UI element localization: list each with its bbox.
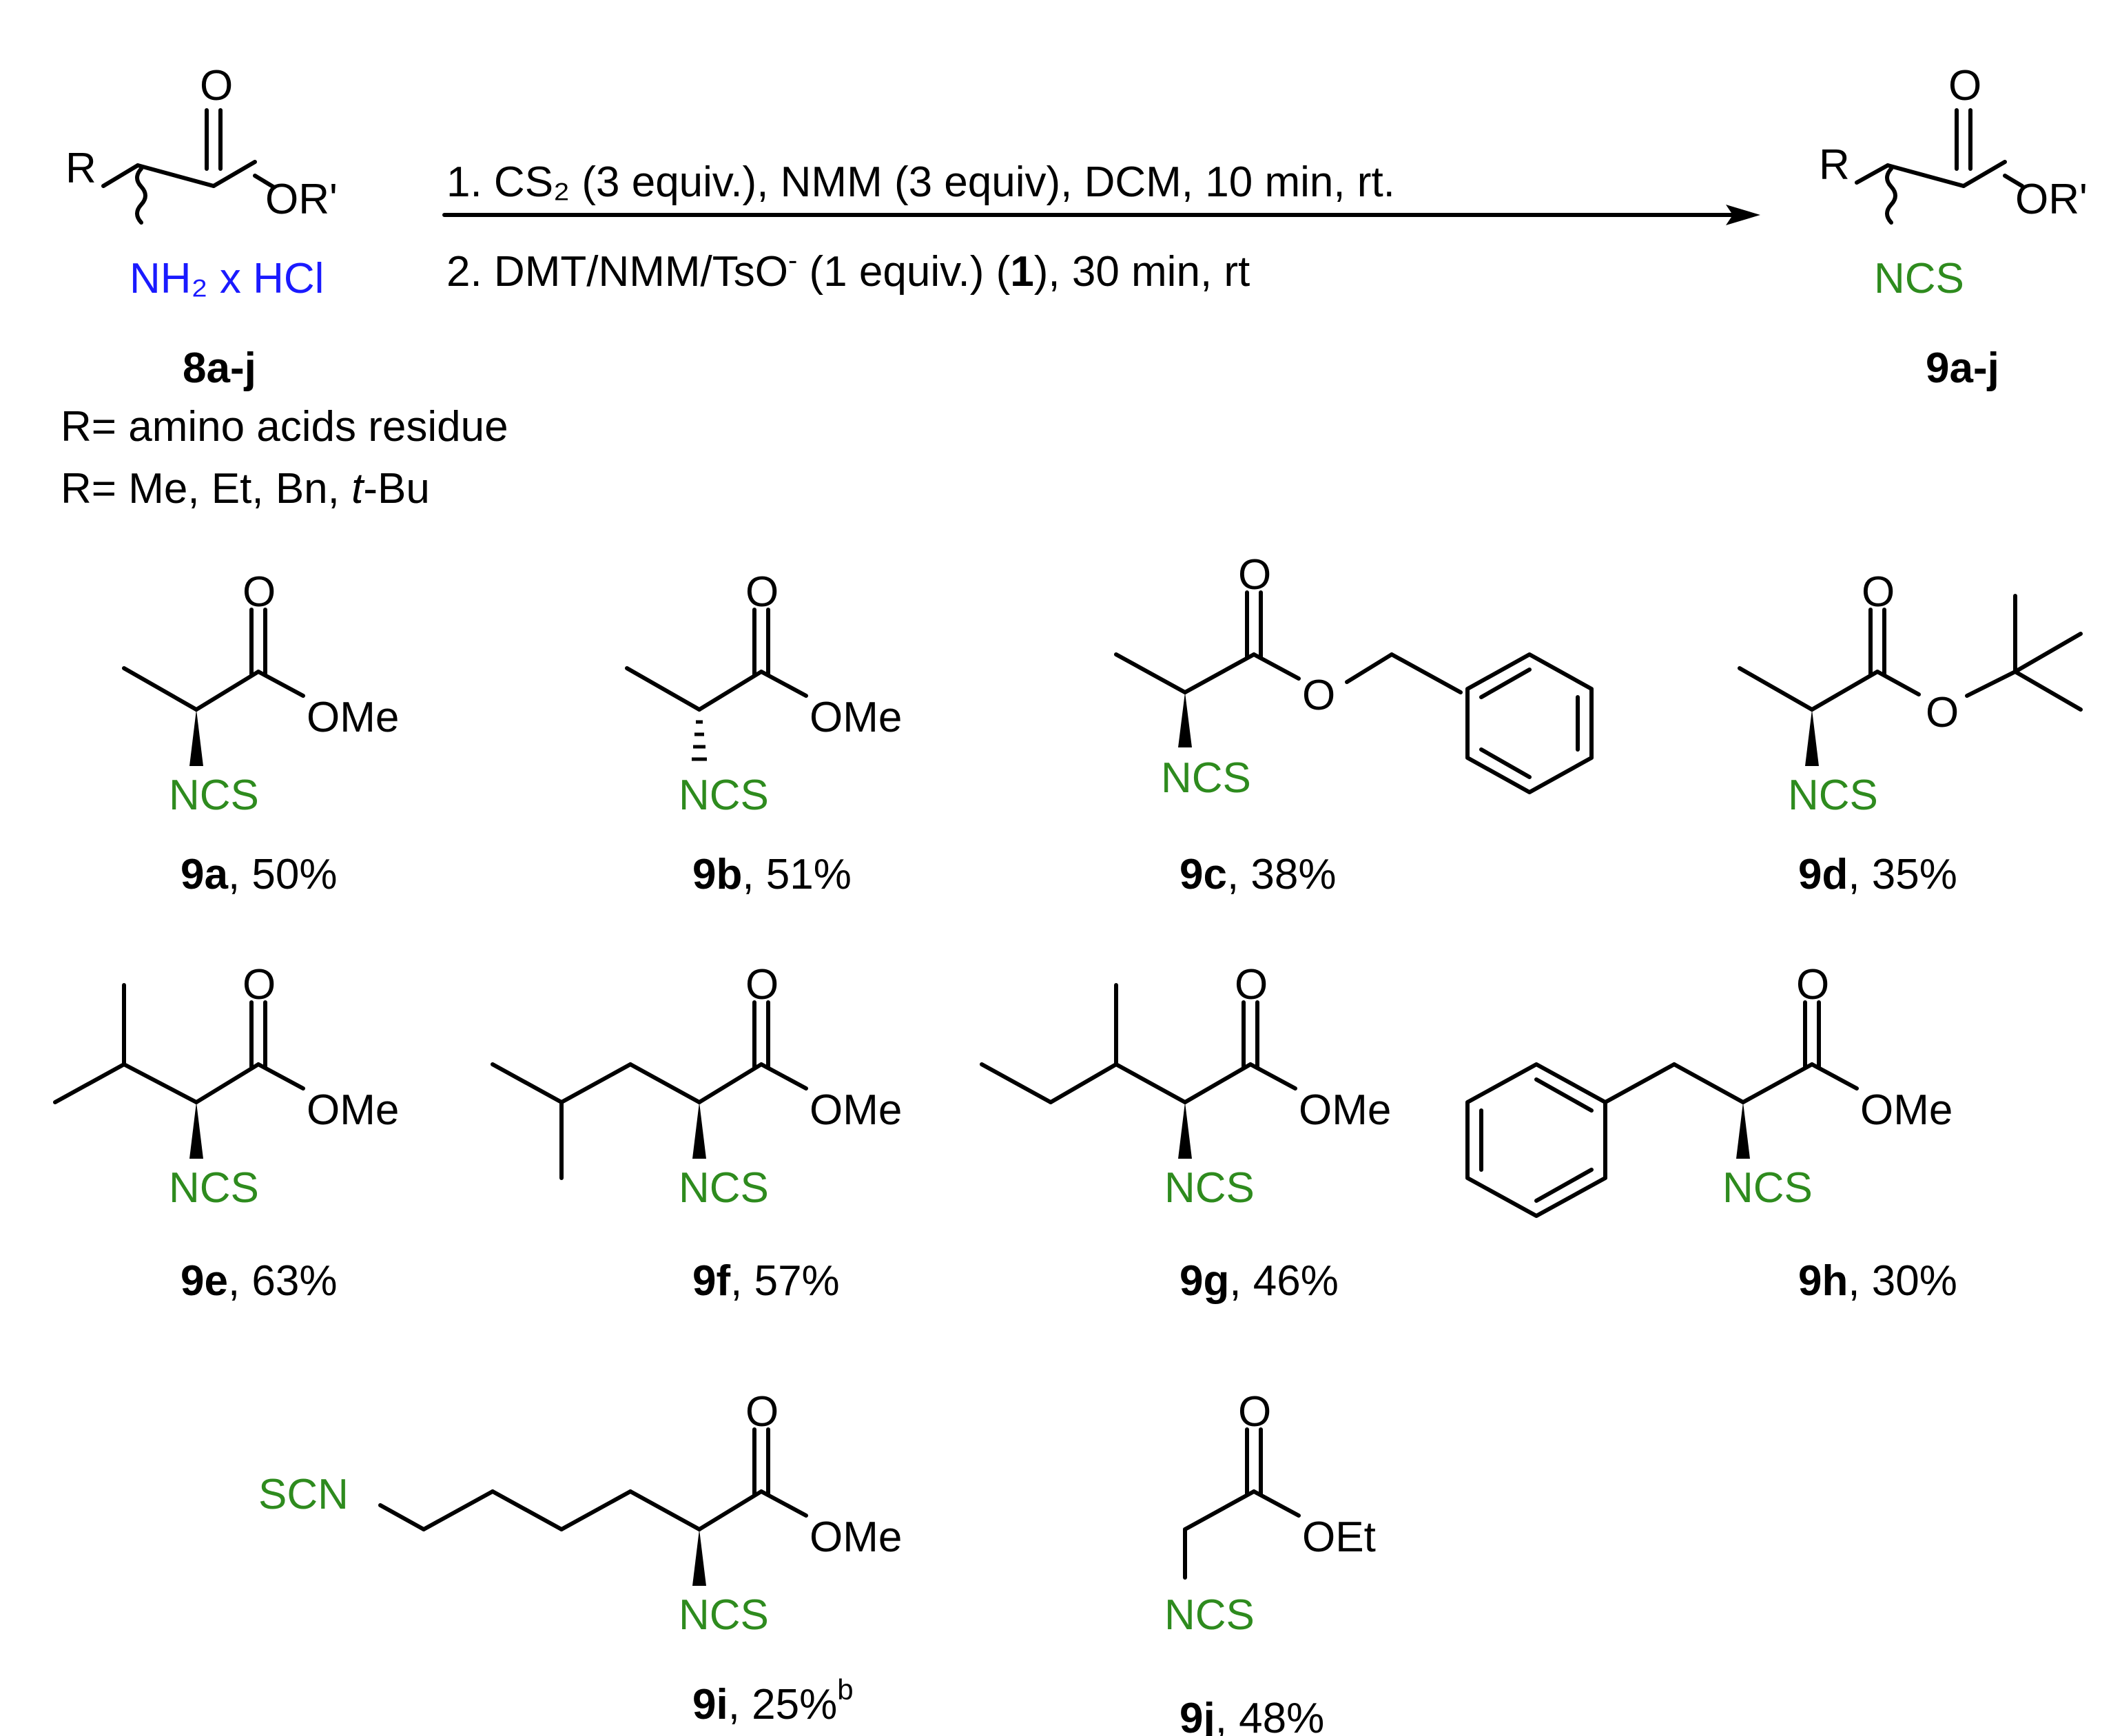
r-note-2: R= Me, Et, Bn, t-Bu: [61, 465, 430, 513]
9g-ome: OMe: [1299, 1086, 1391, 1134]
reactant-r-label: R: [65, 145, 96, 192]
9i-ome: OMe: [810, 1513, 902, 1561]
compound-9j-structure: O OEt NCS: [1164, 1388, 1376, 1639]
condition-step-2: 2. DMT/NMM/TsO- (1 equiv.) (1), 30 min, …: [446, 245, 1250, 296]
9i-scn: SCN: [258, 1471, 349, 1518]
9a-ome: OMe: [307, 694, 399, 741]
compound-9g-caption: 9g, 46%: [1180, 1257, 1339, 1305]
compound-9a-caption: 9a, 50%: [181, 851, 338, 898]
9i-ncs: NCS: [679, 1591, 769, 1639]
9d-ester-o: O: [1926, 689, 1959, 736]
compound-9c-caption: 9c, 38%: [1180, 851, 1337, 898]
9e-ome: OMe: [307, 1086, 399, 1134]
9h-o: O: [1796, 961, 1829, 1009]
9g-o: O: [1235, 961, 1268, 1009]
condition-step-1: 1. CS₂ (3 equiv.), NMM (3 equiv), DCM, 1…: [446, 158, 1395, 206]
reactant-8a-j: R O OR' NH₂ x HCl 8a-j: [65, 62, 338, 392]
compound-9j-caption: 9j, 48%: [1180, 1695, 1324, 1736]
reactant-carbonyl-o: O: [200, 62, 233, 110]
compound-9h-caption: 9h, 30%: [1798, 1257, 1957, 1305]
compound-9b-structure: O OMe NCS: [625, 568, 902, 819]
compound-9e-structure: O OMe NCS: [53, 961, 399, 1212]
9e-ncs: NCS: [169, 1164, 259, 1212]
compound-9e-caption: 9e, 63%: [181, 1257, 338, 1305]
reactant-ester-label: OR': [265, 176, 338, 223]
compound-9i-structure: SCN O OMe NCS: [258, 1388, 902, 1639]
9f-ncs: NCS: [679, 1164, 769, 1212]
compound-9d-caption: 9d, 35%: [1798, 851, 1957, 898]
9i-o: O: [745, 1388, 779, 1436]
product-ncs-label: NCS: [1874, 255, 1964, 302]
compound-9g-structure: O OMe NCS: [980, 961, 1391, 1212]
compound-9f-caption: 9f, 57%: [692, 1257, 840, 1305]
compound-9h-structure: O OMe NCS: [1465, 961, 1953, 1218]
reactant-id: 8a-j: [183, 344, 256, 392]
compound-9c-structure: O O NCS: [1114, 551, 1594, 802]
9b-ncs: NCS: [679, 772, 769, 819]
9b-o: O: [745, 568, 779, 616]
9j-o: O: [1238, 1388, 1271, 1436]
product-ester-label: OR': [2015, 176, 2088, 223]
product-9a-j: R O OR' NCS 9a-j: [1819, 62, 2088, 392]
compound-9a-structure: O OMe NCS: [122, 568, 399, 819]
9e-o: O: [243, 961, 276, 1009]
reaction-arrow: [442, 205, 1760, 225]
r-note-1: R= amino acids residue: [61, 403, 508, 451]
9j-oet: OEt: [1302, 1513, 1376, 1561]
9h-ncs: NCS: [1722, 1164, 1813, 1212]
9f-ome: OMe: [810, 1086, 902, 1134]
compound-9i-caption: 9i, 25%b: [692, 1673, 854, 1728]
9a-o: O: [243, 568, 276, 616]
product-carbonyl-o: O: [1948, 62, 1981, 110]
9b-ome: OMe: [810, 694, 902, 741]
9a-ncs: NCS: [169, 772, 259, 819]
product-id: 9a-j: [1926, 344, 1999, 392]
compound-9d-structure: O O NCS: [1738, 568, 2083, 819]
9d-carbonyl-o: O: [1862, 568, 1895, 616]
compound-9b-caption: 9b, 51%: [692, 851, 852, 898]
9c-ncs: NCS: [1161, 754, 1251, 802]
9f-o: O: [745, 961, 779, 1009]
reactant-amine-salt: NH₂ x HCl: [130, 255, 324, 302]
compound-9f-structure: O OMe NCS: [491, 961, 902, 1212]
9c-ester-o: O: [1302, 672, 1335, 719]
9c-carbonyl-o: O: [1238, 551, 1271, 599]
9d-ncs: NCS: [1788, 772, 1878, 819]
9h-ome: OMe: [1860, 1086, 1953, 1134]
9g-ncs: NCS: [1164, 1164, 1255, 1212]
product-r-label: R: [1819, 141, 1850, 189]
9j-ncs: NCS: [1164, 1591, 1255, 1639]
